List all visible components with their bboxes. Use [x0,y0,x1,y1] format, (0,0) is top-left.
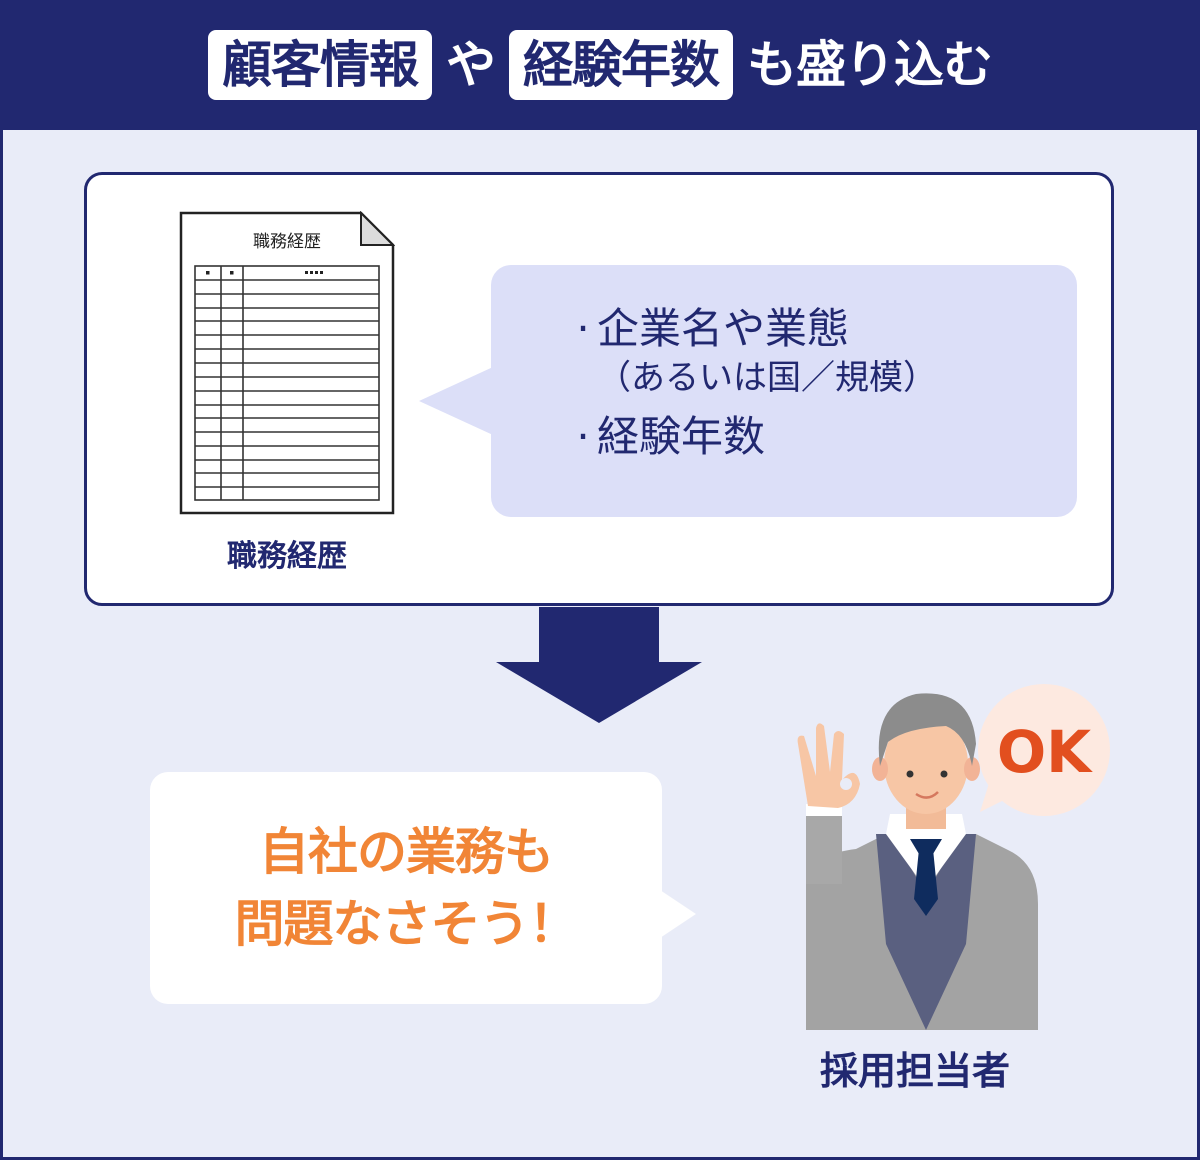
bullet-item: · 経験年数 [569,411,937,463]
speech-bubble: 自社の業務も 問題なさそう！ [150,772,696,1004]
header-tag-years-experience: 経験年数 [509,30,733,100]
header-banner: 顧客情報 や 経験年数 も盛り込む [0,0,1200,130]
bullet-subtext: （あるいは国／規模） [597,358,937,398]
bullet-item: · 企業名や業態 [569,303,937,355]
doc-title: 職務経歴 [253,232,321,252]
recruiter-caption: 採用担当者 [819,1049,1010,1093]
resume-caption: 職務経歴 [227,539,347,574]
bullet-dot-icon: · [576,412,590,461]
bullet-dot-icon: · [576,304,590,353]
down-arrow-icon [496,607,702,723]
header-connector: や [446,36,496,94]
recruiter-illustration: OK [797,684,1110,1030]
speech-line-1: 自社の業務も [259,823,554,881]
header-suffix: も盛り込む [747,36,993,94]
speech-line-2: 問題なさそう！ [234,895,579,953]
header-tag-customer-info: 顧客情報 [208,30,432,100]
resume-contents-bubble: · 企業名や業態 （あるいは国／規模） · 経験年数 [419,265,1077,517]
resume-document-icon: 職務経歴 [179,211,395,515]
bullet-list: · 企業名や業態 （あるいは国／規模） · 経験年数 [569,303,937,463]
ok-label: OK [997,718,1093,786]
ok-bubble-icon: OK [978,684,1110,816]
resume-card: 職務経歴 [84,172,1114,606]
